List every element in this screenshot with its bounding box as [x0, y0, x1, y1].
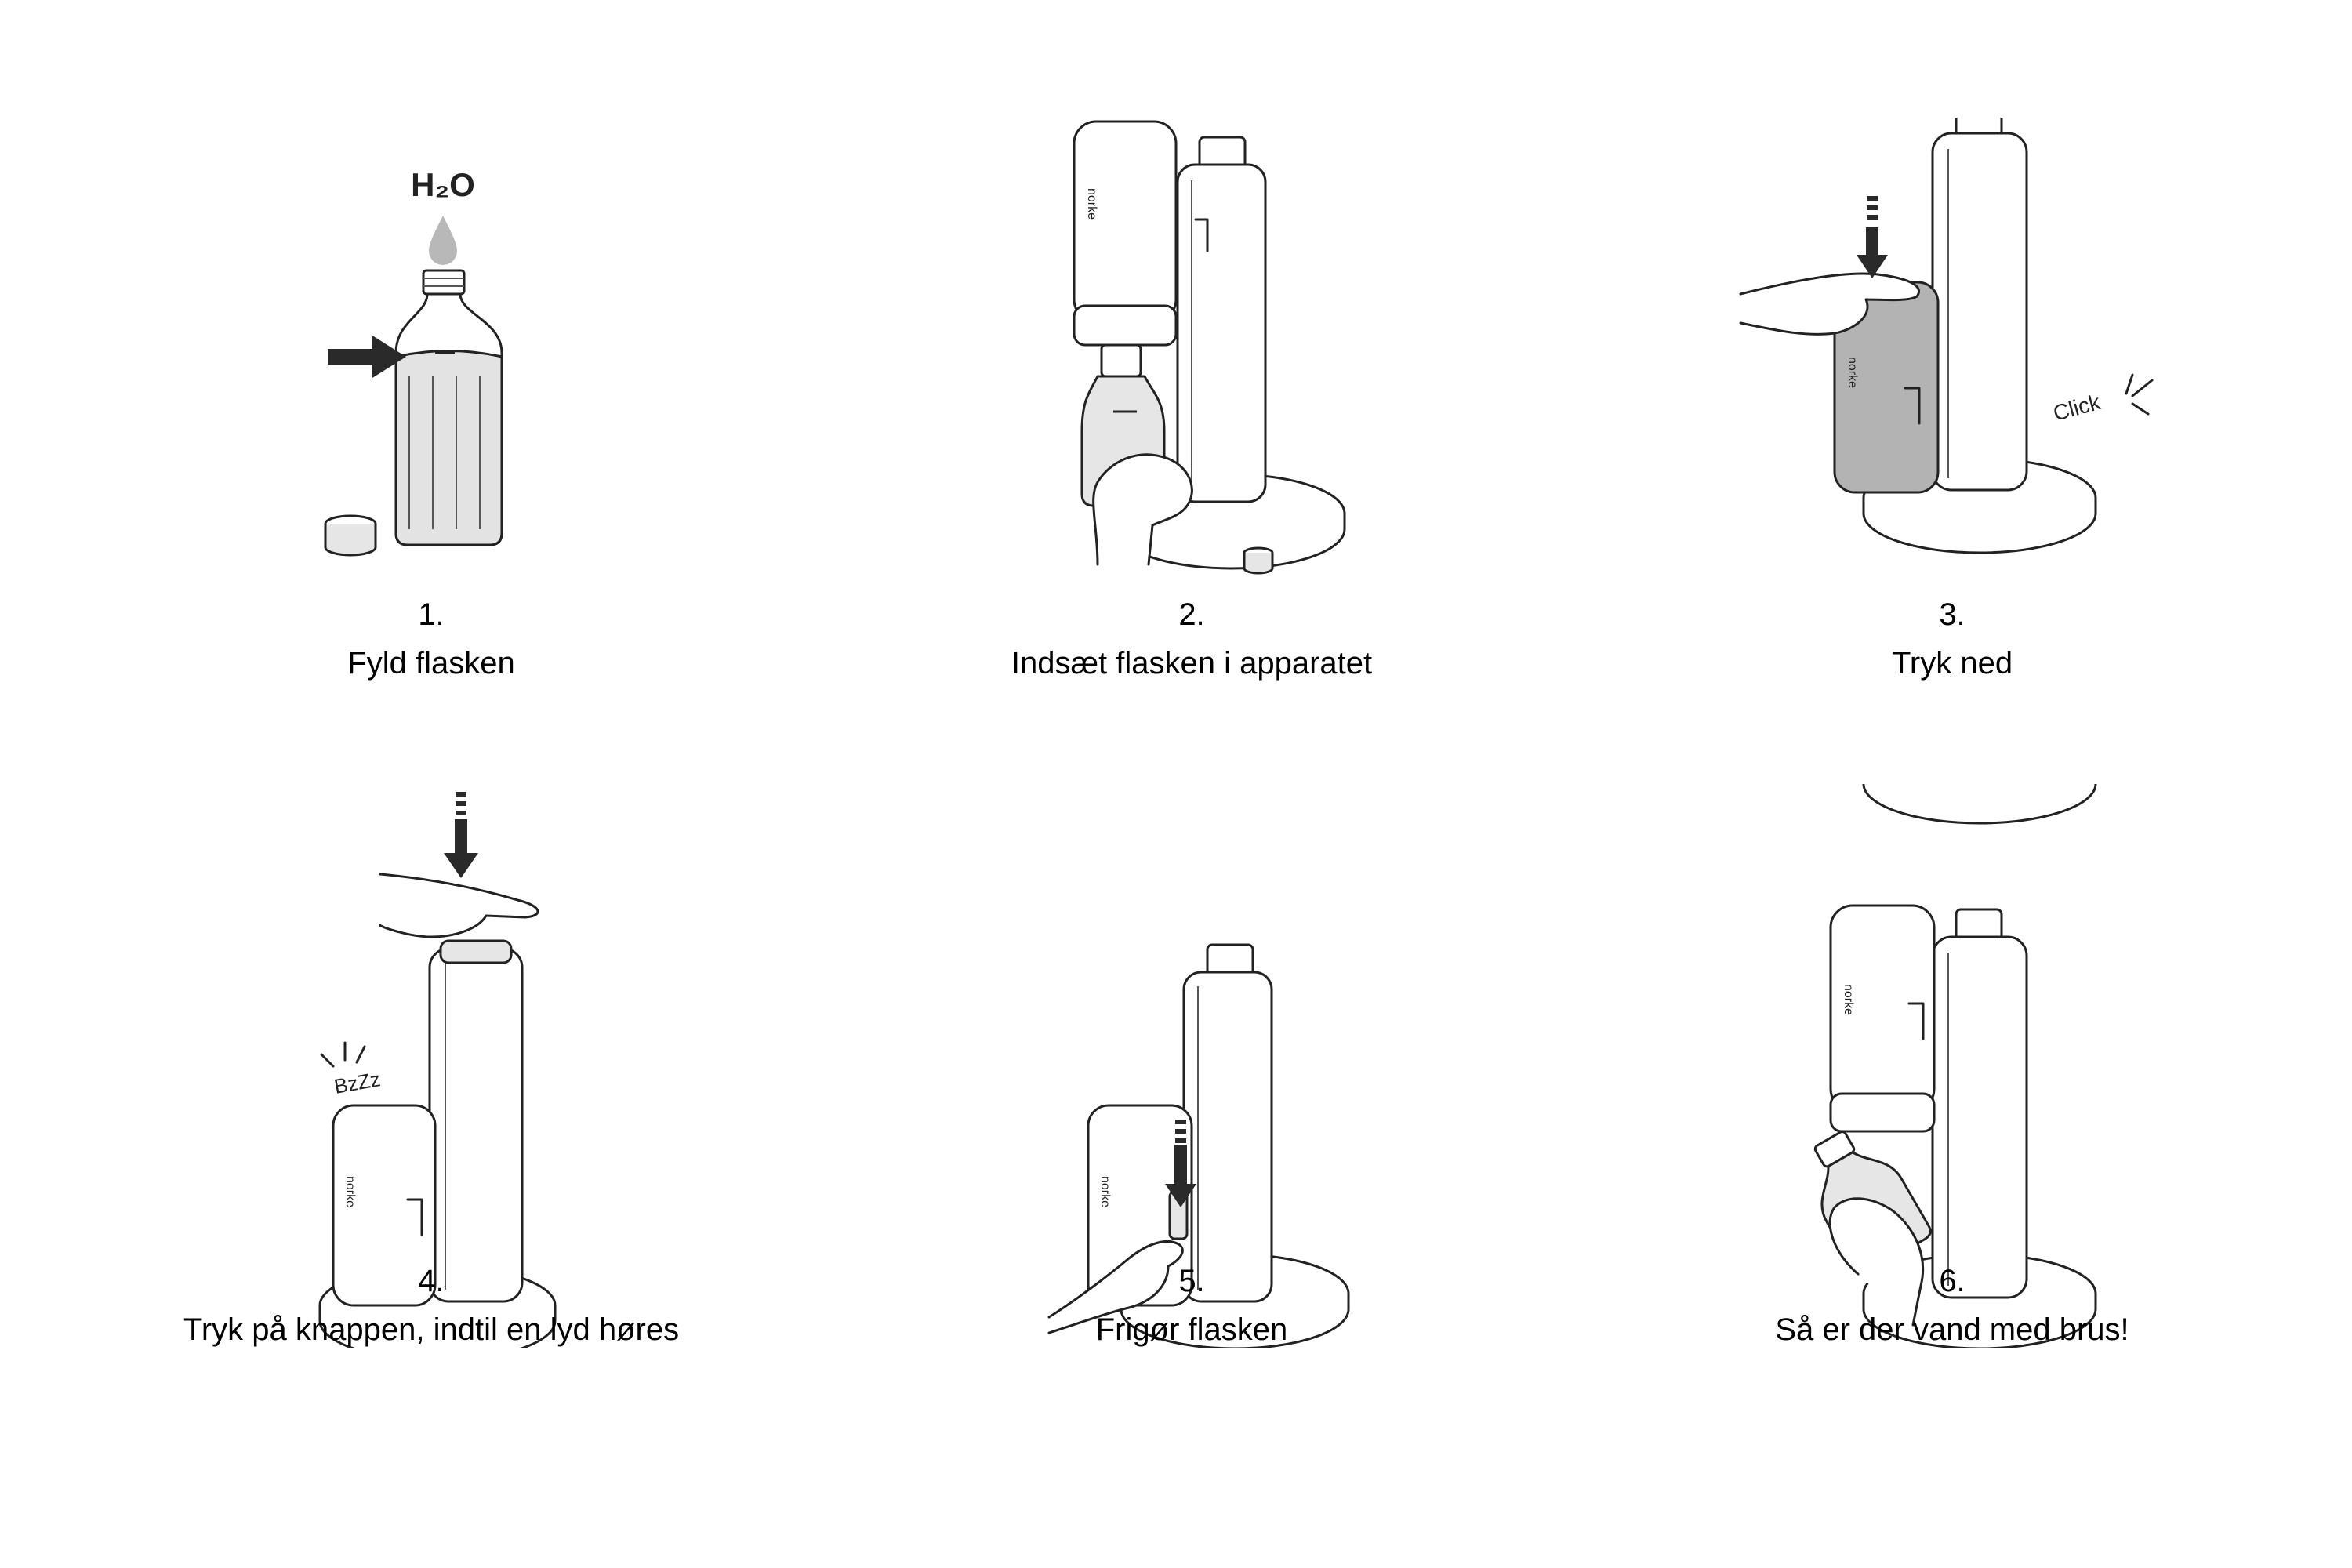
arrow-down-icon	[1165, 1145, 1196, 1207]
step-label: Tryk ned	[1891, 646, 2013, 681]
step-number: 6.	[1939, 1264, 1965, 1298]
step-number: 2.	[1178, 597, 1205, 632]
insert-bottle-icon: norke	[1073, 120, 1346, 575]
step-label: Tryk på knappen, indtil en lyd høres	[183, 1312, 680, 1347]
press-button-icon: norke BzZz	[318, 792, 557, 1348]
step-label: Frigør flasken	[1095, 1312, 1288, 1347]
release-bottle-icon: norke	[1047, 943, 1350, 1348]
svg-text:norke: norke	[1098, 1176, 1112, 1207]
click-label: Click	[2051, 390, 2104, 426]
press-down-icon: norke Click	[1739, 118, 2154, 554]
arrow-right-icon	[328, 336, 406, 378]
step-label: Indsæt flasken i apparatet	[1011, 646, 1373, 681]
step-number: 1.	[418, 597, 445, 632]
arrow-down-icon	[444, 819, 478, 878]
fill-bottle-icon: H₂O	[324, 166, 503, 557]
bzzz-label: BzZz	[332, 1067, 383, 1098]
step-label: Så er der vand med brus!	[1775, 1312, 2129, 1347]
step-number: 3.	[1939, 597, 1965, 632]
sparkling-water-icon: norke	[1813, 784, 2097, 1348]
step-number: 5.	[1178, 1264, 1205, 1298]
svg-text:norke: norke	[1085, 188, 1098, 220]
svg-text:norke: norke	[1842, 984, 1855, 1015]
water-drop-icon	[429, 216, 457, 265]
arrow-down-icon	[1857, 227, 1888, 278]
h2o-label: H₂O	[411, 166, 475, 203]
step-number: 4.	[418, 1264, 445, 1298]
step-label: Fyld flasken	[347, 646, 515, 681]
svg-text:norke: norke	[343, 1176, 357, 1207]
svg-text:norke: norke	[1846, 357, 1859, 388]
